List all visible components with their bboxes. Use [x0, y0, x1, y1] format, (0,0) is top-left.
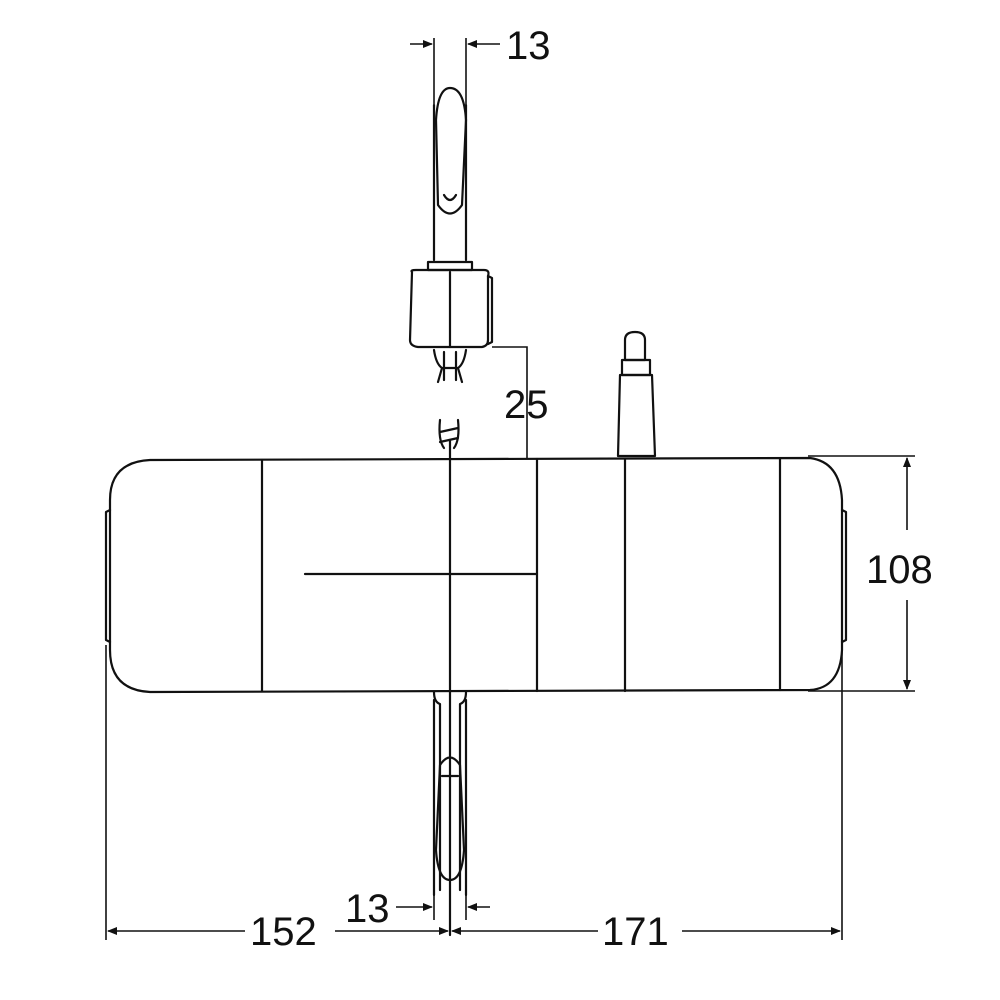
- dim-152-label: 152: [250, 910, 317, 954]
- top-connector: [438, 418, 460, 450]
- dim-bottom-13: 13: [345, 885, 490, 931]
- dim-top-13-label: 13: [506, 24, 551, 68]
- dim-25-label: 25: [504, 383, 549, 427]
- bottom-spindle: [432, 690, 468, 897]
- dim-bottom-13-label: 13: [345, 887, 390, 931]
- top-spindle: [408, 86, 528, 458]
- dim-25: 25: [504, 383, 549, 427]
- dim-top-13: 13: [410, 24, 551, 104]
- closer-body: [104, 438, 848, 937]
- dim-108-label: 108: [866, 548, 933, 592]
- adjustment-valve: [616, 330, 657, 458]
- dim-lengths: 152 171: [105, 645, 843, 954]
- dim-171-label: 171: [602, 910, 669, 954]
- dim-108: 108: [808, 455, 933, 692]
